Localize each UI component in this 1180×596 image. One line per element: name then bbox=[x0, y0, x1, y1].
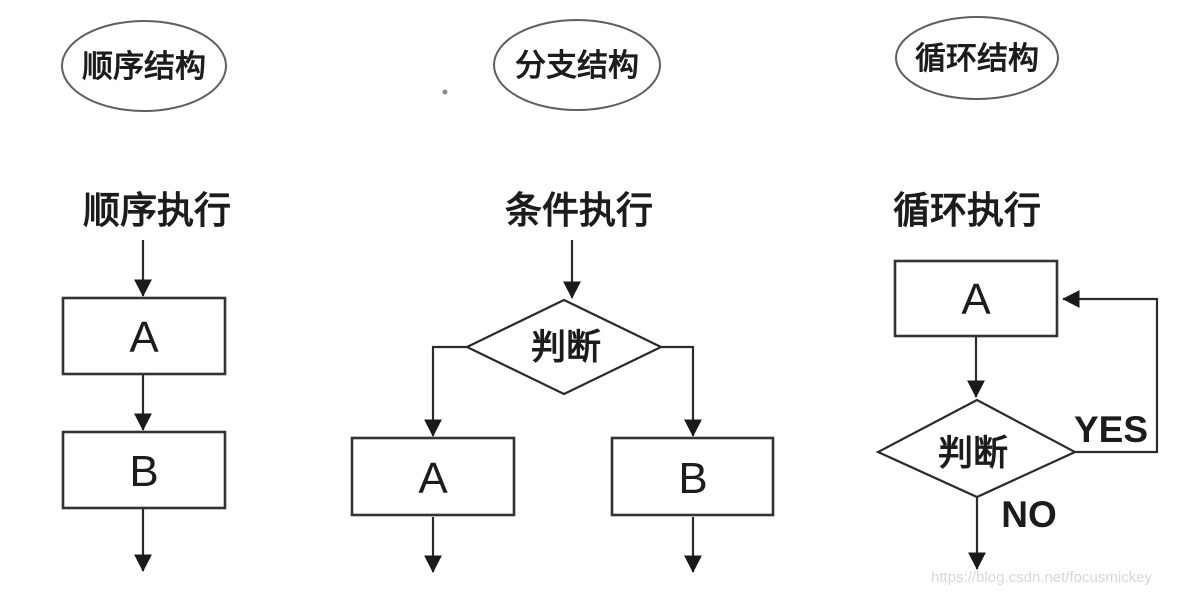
branch-left-connector bbox=[424, 345, 467, 437]
sequential-structure-oval bbox=[61, 20, 227, 112]
loop-yes-connector bbox=[1062, 290, 1159, 454]
branch-process-b-label: B bbox=[678, 454, 707, 503]
loop-structure-group: 循环结构 循环执行 A 判断 YES NO bbox=[875, 16, 1159, 570]
loop-structure-oval bbox=[895, 16, 1059, 100]
loop-no-label: NO bbox=[1001, 494, 1057, 535]
loop-yes-label: YES bbox=[1074, 409, 1148, 450]
branch-structure-oval bbox=[493, 19, 661, 111]
loop-process-box-a bbox=[893, 259, 1059, 338]
loop-structure-oval-label: 循环结构 bbox=[915, 41, 1039, 76]
loop-process-a-label: A bbox=[961, 275, 991, 324]
branch-process-box-b bbox=[610, 436, 775, 517]
sequential-structure-oval-label: 顺序结构 bbox=[82, 49, 206, 84]
branch-right-connector bbox=[661, 345, 702, 437]
loop-decision-label: 判断 bbox=[938, 434, 1008, 473]
branch-process-box-a bbox=[350, 436, 516, 517]
branch-structure-oval-label: 分支结构 bbox=[515, 48, 639, 83]
seq-process-a-label: A bbox=[129, 313, 159, 362]
branch-decision-label: 判断 bbox=[531, 328, 601, 367]
loop-decision-diamond bbox=[875, 398, 1078, 499]
loop-title: 循环执行 bbox=[893, 190, 1041, 231]
branch-decision-diamond bbox=[464, 298, 664, 396]
branch-structure-group: 分支结构 条件执行 判断 A B bbox=[350, 19, 775, 573]
branch-title: 条件执行 bbox=[505, 190, 653, 231]
seq-process-b-label: B bbox=[129, 447, 158, 496]
branch-process-a-label: A bbox=[418, 454, 448, 503]
watermark-text: https://blog.csdn.net/focusmickey bbox=[931, 569, 1152, 586]
stray-dot bbox=[442, 89, 448, 95]
seq-process-box-a bbox=[61, 296, 227, 376]
sequential-structure-group: 顺序结构 顺序执行 A B bbox=[61, 20, 231, 572]
sequential-title: 顺序执行 bbox=[83, 190, 231, 231]
